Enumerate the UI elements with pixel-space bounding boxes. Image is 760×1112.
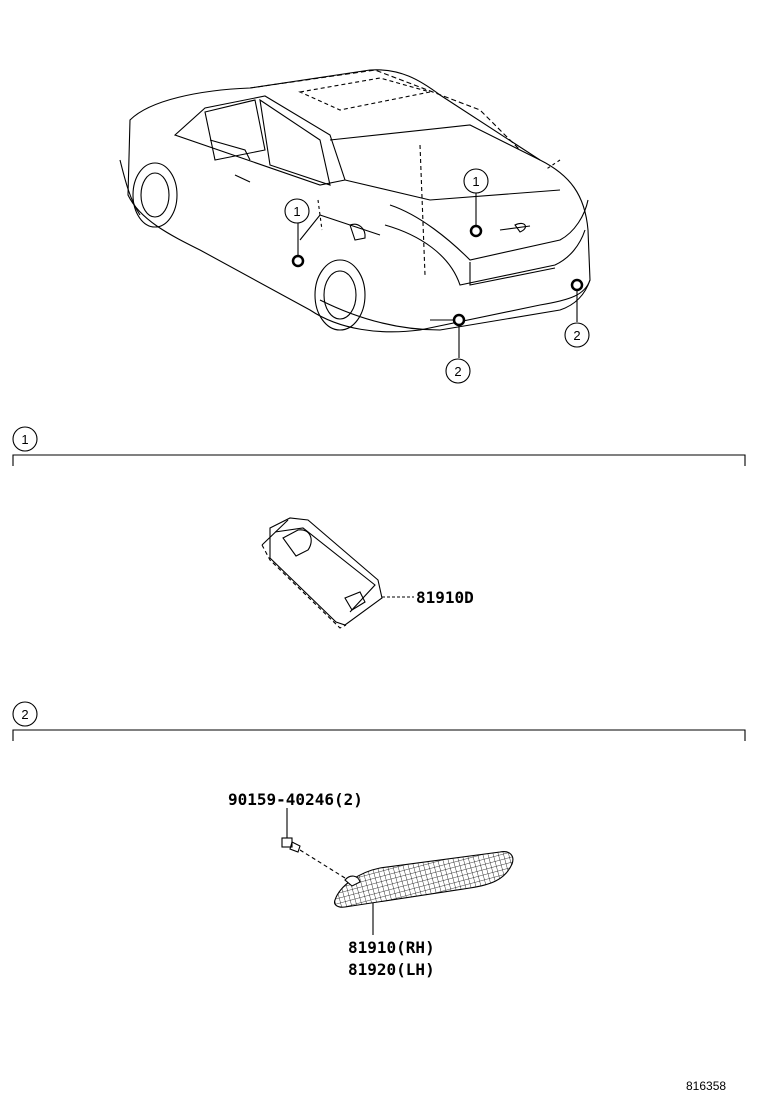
callout-1-car-rear: 1 [472,174,479,189]
bolt-part-number: 90159-40246(2) [228,790,363,809]
section-2-header [12,701,746,741]
section-2-number: 2 [21,707,28,722]
callout-1-car-side: 1 [293,204,300,219]
bolt-drawing [281,808,346,879]
reflector-81910d-drawing [261,517,414,629]
marker-bumper-left [445,313,471,384]
part-number-81910d: 81910D [416,588,474,607]
callout-2-bumper-left: 2 [454,364,461,379]
figure-id: 816358 [686,1079,726,1093]
reflector-81910-drawing [334,851,514,935]
part-number-rh: 81910(RH) [348,938,435,957]
section-1-number: 1 [21,432,28,447]
marker-rear-center [463,168,489,238]
part-number-lh: 81920(LH) [348,960,435,979]
section-1-header [12,426,746,466]
car-illustration [119,69,591,333]
marker-side [284,198,310,268]
callout-2-bumper-right: 2 [573,328,580,343]
marker-bumper-right [564,278,590,348]
